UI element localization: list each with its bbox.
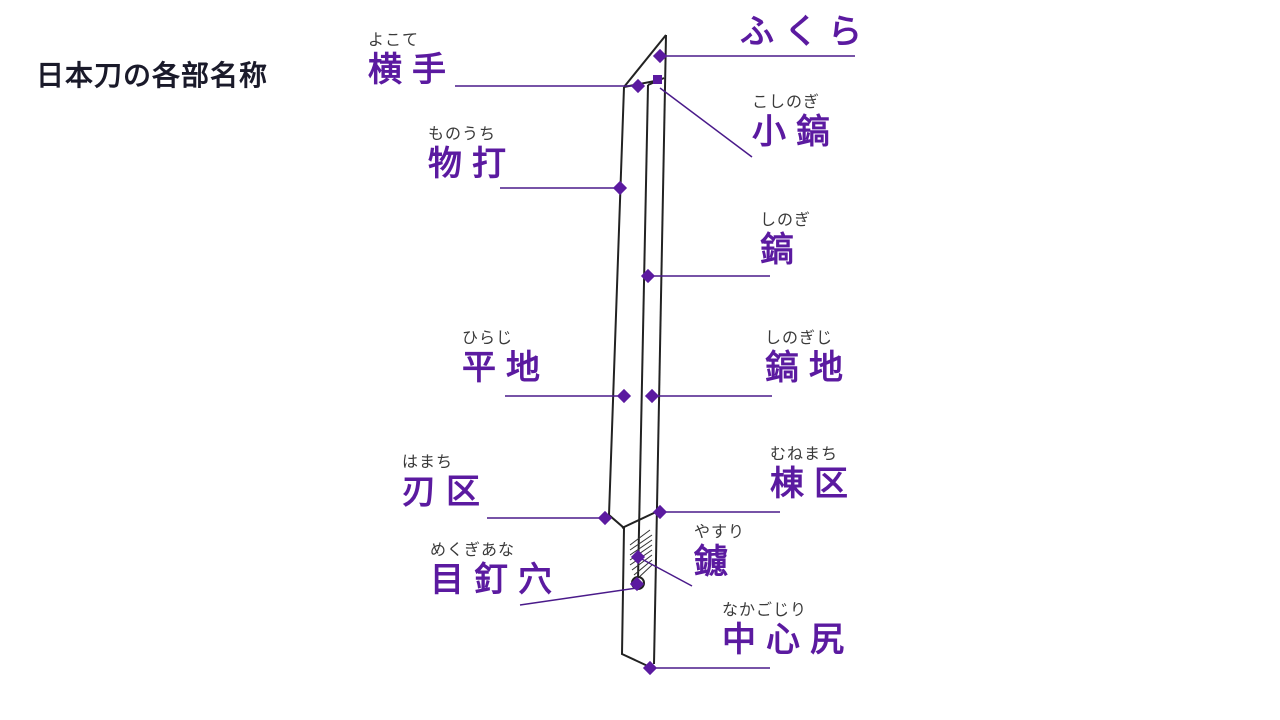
label-mekugiana-ruby: めくぎあな — [430, 540, 516, 559]
label-shinogiji-text: 鎬地 — [765, 348, 853, 388]
label-munemachi-text: 棟区 — [770, 464, 858, 504]
marker-shinogiji — [644, 388, 660, 404]
label-yokote-ruby: よこて — [368, 30, 420, 49]
marker-mekugiana — [629, 576, 645, 592]
shinogi-line — [637, 84, 649, 581]
label-hamachi-ruby: はまち — [402, 452, 454, 471]
label-shinogi-ruby: しのぎ — [760, 210, 812, 229]
label-hiraji-text: 平地 — [462, 348, 550, 388]
leader-koshinogi — [659, 87, 753, 158]
marker-shinogi — [640, 268, 656, 284]
leader-mekugiana — [519, 587, 638, 606]
label-koshinogi-ruby: こしのぎ — [752, 92, 821, 111]
label-yokote-text: 横手 — [368, 50, 456, 90]
leader-lines — [455, 55, 855, 669]
label-nakagojiri-ruby: なかごじり — [722, 600, 808, 619]
label-shinogi-text: 鎬 — [760, 230, 804, 270]
sword-outline — [607, 34, 667, 669]
label-monouchi-text: 物打 — [428, 144, 516, 184]
label-monouchi: ものうち 物打 — [428, 120, 516, 183]
label-hiraji-ruby: ひらじ — [462, 328, 514, 347]
label-yasuri: やすり 鑢 — [694, 518, 745, 581]
marker-fukura — [652, 48, 668, 64]
label-munemachi-ruby: むねまち — [770, 444, 839, 463]
marker-koshinogi — [653, 75, 662, 84]
marker-yokote — [630, 78, 646, 94]
label-koshinogi: こしのぎ 小鎬 — [752, 88, 840, 151]
label-mekugiana: めくぎあな 目釘穴 — [430, 536, 562, 599]
blade-tip — [623, 34, 667, 88]
marker-munemachi — [652, 504, 668, 520]
marker-yasuri — [630, 549, 646, 565]
page-title: 日本刀の各部名称 — [36, 59, 269, 92]
markers — [597, 48, 668, 676]
marker-hiraji — [616, 388, 632, 404]
leader-yasuri — [637, 556, 693, 587]
label-yokote: よこて 横手 — [368, 26, 456, 89]
label-koshinogi-text: 小鎬 — [752, 112, 840, 152]
tang-border — [621, 511, 657, 529]
marker-monouchi — [612, 180, 628, 196]
label-fukura-text: ふくら — [740, 12, 872, 52]
label-fukura: ふくら — [740, 12, 872, 52]
label-monouchi-ruby: ものうち — [428, 124, 497, 143]
blade-back-edge — [653, 34, 667, 665]
label-munemachi: むねまち 棟区 — [770, 440, 858, 503]
marker-hamachi — [597, 510, 613, 526]
label-nakagojiri: なかごじり 中心尻 — [722, 596, 854, 659]
label-yasuri-text: 鑢 — [694, 542, 738, 582]
label-shinogi: しのぎ 鎬 — [760, 206, 811, 269]
label-shinogiji-ruby: しのぎじ — [765, 328, 834, 347]
label-nakagojiri-text: 中心尻 — [722, 620, 854, 660]
label-hamachi: はまち 刃区 — [402, 448, 490, 511]
label-shinogiji: しのぎじ 鎬地 — [765, 324, 853, 387]
label-hiraji: ひらじ 平地 — [462, 324, 550, 387]
label-mekugiana-text: 目釘穴 — [430, 560, 562, 600]
label-yasuri-ruby: やすり — [694, 522, 746, 541]
label-hamachi-text: 刃区 — [402, 472, 490, 512]
marker-nakagojiri — [642, 660, 658, 676]
